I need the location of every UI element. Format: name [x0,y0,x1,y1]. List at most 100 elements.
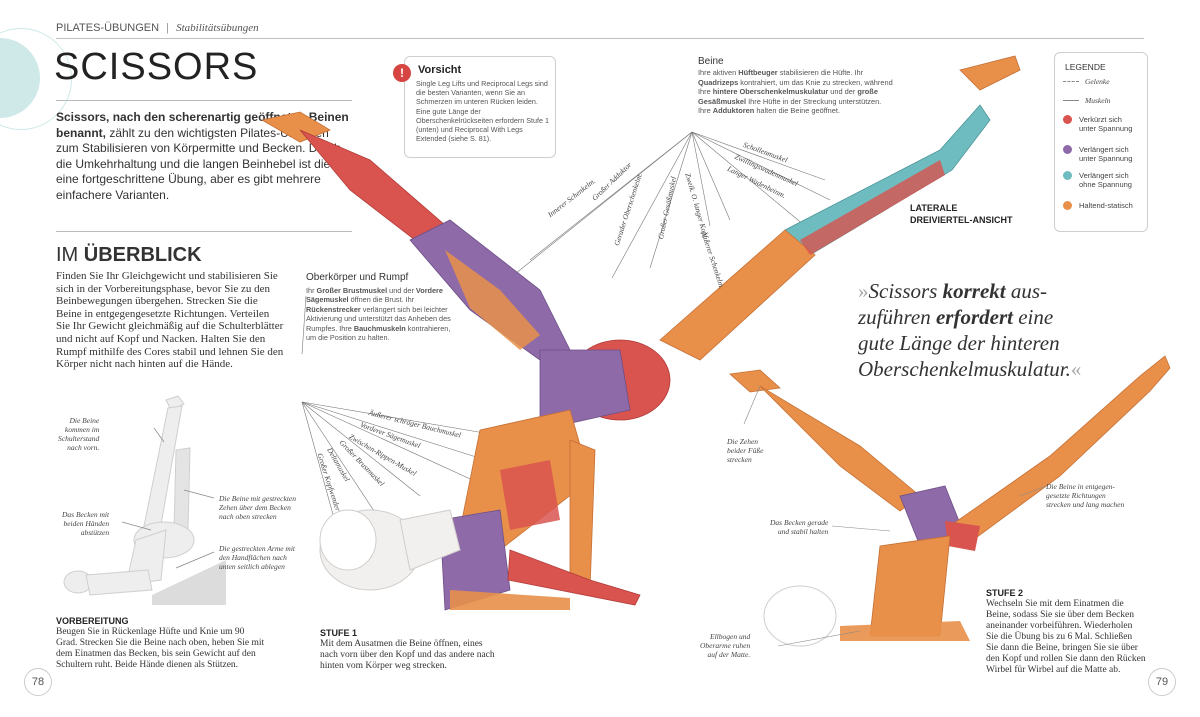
legend-item-passive-label: Verlängert sich ohne Spannung [1079,171,1132,189]
warning-icon: ! [393,64,411,82]
preparation-label: VORBEREITUNG [56,616,129,626]
legend-muscles-label: Muskeln [1085,96,1111,105]
upper-text-3: öffnen die Brust. Ihr [348,295,415,305]
upper-title-b: körper [328,272,357,283]
legs-bold-3: hintere Oberschenkelmuskulatur [712,87,829,97]
upper-body-text: Ihr Großer Brustmuskel und der Vordere S… [306,286,456,342]
upper-text-1: Ihr [306,286,317,295]
legs-text-3: kontrahiert, um das Knie zu strecken, wä… [698,77,893,97]
prep-callout-pelvis: Das Becken mit beiden Händen abstützen [62,510,110,537]
stage1-text: Mit dem Ausatmen die Beine öffnen, eines… [320,639,495,671]
stage2-callout-pelvis: Das Becken gerade und stabil halten [770,518,829,536]
legend-item-lengthen-label: Verlängert sich unter Spannung [1079,145,1133,163]
contract-dot-icon [1063,115,1072,124]
legs-title: Beine [698,56,724,67]
prep-callout-arms: Die gestreckten Arme mit den Handflächen… [219,544,296,571]
intro-paragraph: Scissors, nach den scherenartig geöffnet… [56,110,352,203]
upper-bold-2: Vordere Sägemuskel [306,286,443,305]
legend-item-static: Haltend-statisch [1063,201,1139,210]
muscles-line-icon [1063,100,1079,101]
intro-text: zählt zu den wichtigsten Pilates-Übungen… [56,125,341,202]
head [319,509,461,591]
overview-heading-light: IM [56,244,79,266]
prep-leader-3 [183,489,215,499]
legs-text-2: stabilisieren die Hüfte. Ihr [777,68,864,77]
upper-text-4: verlängert sich bei leichter Aktivierung… [306,304,451,333]
preparation-text: Beugen Sie in Rückenlage Hüfte und Knie … [56,627,265,670]
upper-text-5: kontrahieren, um die Position zu halten. [306,323,451,343]
stage2-callout-elbows: Ellbogen und Oberarme ruhen auf der Matt… [700,632,751,659]
leg-leader-lines [499,131,831,287]
preparation-figure [63,395,226,605]
quote-bold-1: korrekt [942,279,1006,303]
stage2-body [729,355,1171,647]
prep-leader-2 [121,521,152,531]
header-rule [56,38,1144,39]
legend: LEGENDE Gelenke Muskeln Verkürzt sich un… [1054,52,1148,232]
section-header: PILATES-ÜBUNGEN | Stabilitätsübungen [56,22,259,34]
overview-heading: IM ÜBERBLICK [56,244,202,267]
quote-text-2: aus-zuführen [858,279,1048,329]
upper-body-title: Oberkörper und Rumpf [306,272,408,283]
stage2-callout-legs: Die Beine in entgegen- gesetzte Richtung… [1046,482,1125,509]
preparation-figure-body [63,395,195,596]
prep-leader-1 [153,427,165,443]
legend-muscles: Muskeln [1063,96,1110,105]
prep-leader-4 [175,551,215,569]
legend-title: LEGENDE [1065,62,1106,72]
stage2-leader-4 [1019,485,1047,497]
stage2-leader-3 [777,630,861,647]
front-leg [659,55,1021,361]
upper-bold-4: Bauchmuskeln [353,323,406,333]
mat [152,560,226,605]
section-separator: | [166,22,170,34]
legend-item-lengthen: Verlängert sich unter Spannung [1063,145,1139,163]
legs-text-4: und der [828,87,858,97]
legs-text: Ihre aktiven Hüftbeuger stabilisieren di… [698,68,894,116]
legs-text-6: halten die Beine geöffnet. [754,106,841,116]
subsection-name: Stabilitätsübungen [176,22,259,34]
legend-item-contract: Verkürzt sich unter Spannung [1063,115,1139,133]
stage2-text: Wechseln Sie mit dem Einatmen die Beine,… [986,599,1146,675]
legend-joints: Gelenke [1063,77,1110,86]
legs-bold-5: Adduktoren [712,106,755,116]
overview-rule [56,231,352,232]
stage1-anatomy-figure [260,55,1021,611]
upper-title-a: Ober [306,272,329,283]
stage2-leader-2 [831,525,891,532]
quote-bold-2: erfordert [935,305,1013,329]
trunk [439,339,671,611]
legs-text-1: Ihre aktiven [698,68,739,77]
warning-box [404,56,556,158]
quote-close-mark: « [1070,357,1082,381]
page-title: SCISSORS [54,46,259,88]
upper-bold-3: Rückenstrecker [306,304,361,314]
legend-item-contract-label: Verkürzt sich unter Spannung [1079,115,1133,133]
legend-joints-label: Gelenke [1085,77,1110,86]
legend-item-static-label: Haltend-statisch [1079,201,1133,210]
legs-bold-1: Hüftbeuger [738,68,778,77]
page-number-right: 79 [1148,668,1176,696]
section-name: PILATES-ÜBUNGEN [56,22,160,34]
legend-item-passive: Verlängert sich ohne Spannung [1063,171,1139,189]
arms [450,439,641,610]
warning-title: Vorsicht [418,64,462,76]
lengthen-dot-icon [1063,145,1072,154]
overview-heading-bold: ÜBERBLICK [83,244,202,266]
passive-dot-icon [1063,171,1072,180]
legs-bold-4: große Gesäßmuskel [698,87,878,106]
upper-bold-1: Großer Brustmuskel [316,286,388,295]
legs-text-5: Ihre Hüfte in der Streckung unterstützen… [698,96,882,116]
quote-text-3: eine gute Länge der hinteren Oberschenke… [858,305,1071,381]
prep-callout-legs: Die Beine kommen im Schulterstand nach v… [58,416,100,452]
static-dot-icon [1063,201,1072,210]
quote-open-mark: » [858,279,869,303]
pull-quote: »Scissors korrekt aus-zuführen erfordert… [858,278,1082,382]
overview-text: Finden Sie Ihr Gleichgewicht und stabili… [56,270,284,371]
trunk-leader-lines [301,295,503,541]
stage2-anatomy-figure [729,355,1171,647]
page-number-left: 78 [24,668,52,696]
stage1-label: STUFE 1 [320,628,358,638]
stage2-leader-1 [743,385,761,425]
upper-title-d: Rumpf [378,272,409,283]
